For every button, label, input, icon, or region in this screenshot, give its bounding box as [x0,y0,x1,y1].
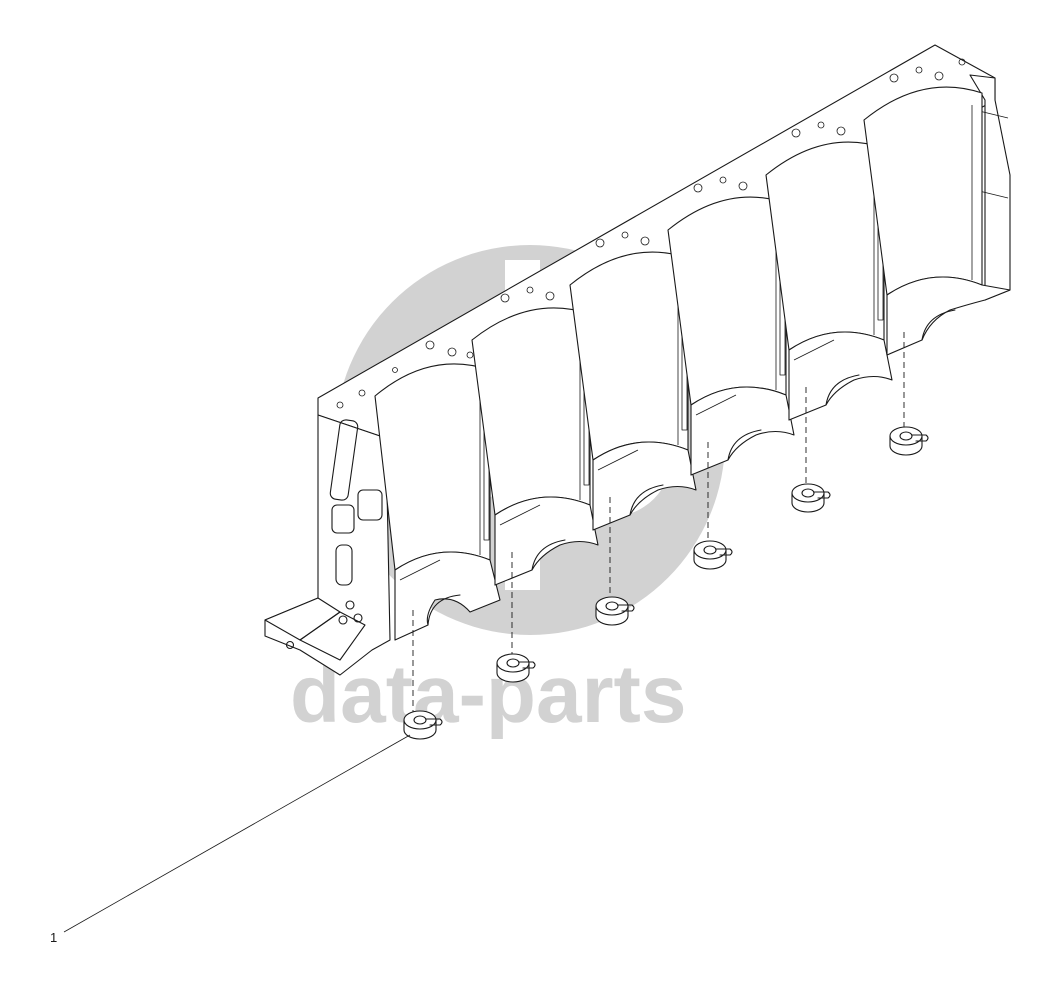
locating-sleeve [403,710,443,740]
bearing-saddle [690,386,795,476]
deck-bolt-holes [336,58,966,409]
locating-sleeve [889,426,929,456]
block-far-end [969,74,1011,301]
locating-sleeve [496,653,536,683]
bearing-saddle [788,331,893,421]
locating-sleeve [595,596,635,626]
bearing-saddle [592,441,697,531]
block-foot-hole [345,600,355,610]
callout-leader-line [63,734,411,933]
block-end-slot [329,419,359,501]
cylinder-bore [374,363,491,571]
callout-label: 1 [50,930,57,945]
block-end-window-2 [357,489,383,521]
block-end-window-3 [335,544,353,586]
block-foot-hole [338,615,348,625]
block-foot-boss [299,611,366,661]
callout-1: 1 [50,734,411,945]
block-end-window [331,504,355,534]
locating-sleeve [791,483,831,513]
locating-sleeves [403,426,929,740]
bearing-saddle [886,276,1011,356]
bearing-saddle [394,551,501,641]
block-end-face [264,414,391,676]
locating-sleeve [693,540,733,570]
watermark-text: data-parts [290,649,686,740]
block-foot-hole [285,640,295,650]
engine-block [264,44,1011,676]
assembly-lines [412,332,905,712]
block-foot-hole [353,613,363,623]
bearing-saddle [494,496,599,586]
